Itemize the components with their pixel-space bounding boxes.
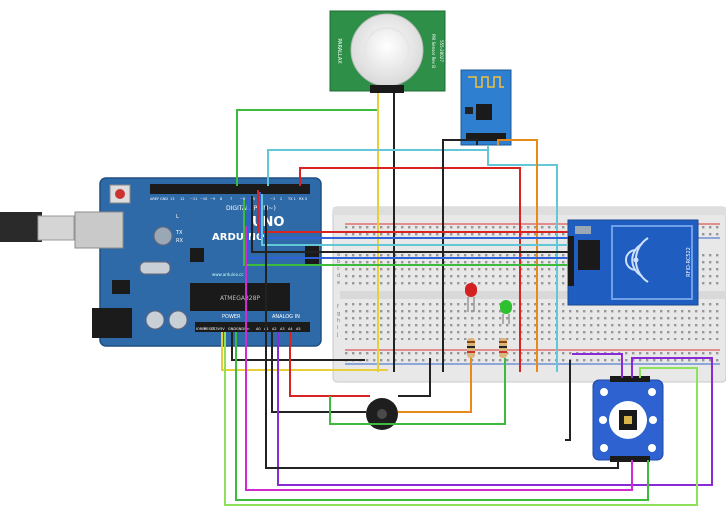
led-label-l: L <box>176 214 179 220</box>
power-analog-pin-labels: IOREF RESET 3.3V 5V GND GND Vin A0 A1 A2… <box>196 327 301 331</box>
arduino-website-text: www.arduino.cc <box>212 272 244 277</box>
row-label: b <box>337 259 340 265</box>
pin-label: GND <box>160 197 168 201</box>
esp8266-wifi-module[interactable] <box>460 69 512 146</box>
wire-black <box>231 332 365 361</box>
usb-cable <box>0 212 75 242</box>
wire-black <box>398 358 431 397</box>
red-led[interactable] <box>465 283 477 312</box>
green-led[interactable] <box>500 300 512 324</box>
pin-label: ~3 <box>270 197 275 201</box>
wire-orange <box>398 358 472 413</box>
arduino-uno[interactable]: ATMEGA328P ARDUINO UNO DIGITAL (PWM~) PO… <box>74 177 322 347</box>
rfid-label: RFID-RC522 <box>686 247 692 277</box>
resistor[interactable] <box>499 338 507 358</box>
rfid-rc522-module[interactable]: RFID-RC522 <box>567 219 699 306</box>
pir-sensor[interactable]: PARALLAX PIR Sensor Rev B 555-28027 <box>329 10 446 93</box>
pin-label: ~6 <box>240 197 245 201</box>
pin-label: 12 <box>180 197 184 201</box>
wire-green <box>243 200 568 266</box>
pin-label: 2 <box>280 197 282 201</box>
pir-part-number: 555-28027 <box>439 40 444 62</box>
pin-label: 13 <box>170 197 174 201</box>
wire-blue <box>247 198 568 259</box>
wire-green <box>236 93 379 186</box>
color-sensor-module[interactable] <box>592 376 664 462</box>
pin-label: A3 <box>280 327 285 331</box>
pir-side-text: PIR Sensor Rev B <box>431 34 436 68</box>
wire-red <box>257 190 568 233</box>
pin-label: GND <box>228 327 236 331</box>
row-label: h <box>337 318 340 324</box>
wire-yellow <box>221 332 388 371</box>
led-label-rx: RX <box>176 238 183 244</box>
resistor[interactable] <box>467 338 475 358</box>
row-label: j <box>336 332 338 338</box>
arduino-logo-text: ARDUINO <box>212 232 264 243</box>
row-label: i <box>337 325 338 331</box>
wire-purple <box>572 353 623 378</box>
wire-red <box>289 332 370 397</box>
pin-label: A0 <box>256 327 261 331</box>
wire-orange <box>497 139 538 372</box>
mcu-chip-label: ATMEGA328P <box>220 295 260 302</box>
pin-label: RESET <box>204 327 216 331</box>
wire-black <box>442 139 478 372</box>
row-label: a <box>337 252 340 258</box>
pin-label: GND <box>236 327 244 331</box>
digital-pin-labels: AREF GND 13 12 ~11 ~10 ~9 8 7 ~6 ~5 4 ~3… <box>150 197 307 201</box>
wire-lime <box>224 332 698 506</box>
led-label-tx: TX <box>175 230 183 236</box>
pin-label: ~9 <box>210 197 215 201</box>
wire-black <box>565 360 571 441</box>
digital-header-label: DIGITAL (PWM~) <box>226 205 276 212</box>
row-label: f <box>337 304 339 310</box>
wire-black <box>265 206 619 469</box>
pin-label: A4 <box>288 327 293 331</box>
wires <box>221 93 713 506</box>
power-header-label: POWER <box>222 314 241 320</box>
pin-label: 5V <box>220 327 225 331</box>
pin-label: 3.3V <box>212 327 221 331</box>
pir-vendor-text: PARALLAX <box>336 38 342 64</box>
wire-green <box>235 332 649 501</box>
row-label: c <box>337 266 340 272</box>
wire-blue <box>259 192 568 239</box>
wire-black <box>271 332 366 413</box>
pin-label: ~10 <box>200 197 207 201</box>
wire-cyan <box>261 194 568 246</box>
pin-label: AREF <box>150 197 159 201</box>
pin-label: 7 <box>230 197 232 201</box>
pin-label: A5 <box>296 327 301 331</box>
pin-label: TX 1 <box>287 197 296 201</box>
arduino-model-text: UNO <box>252 215 285 230</box>
buzzer[interactable] <box>366 398 398 430</box>
wire-magenta <box>245 226 633 491</box>
wire-purple <box>277 332 713 486</box>
pin-label: IOREF <box>196 327 206 331</box>
row-label: e <box>337 280 340 286</box>
rfid-wave-icon <box>625 249 637 271</box>
wire-black <box>251 196 568 253</box>
breadboard-row-labels-top: a b c d e <box>337 252 340 286</box>
pin-label: 8 <box>220 197 222 201</box>
analog-header-label: ANALOG IN <box>272 314 300 320</box>
wire-red <box>299 167 521 372</box>
wire-green <box>329 358 506 425</box>
row-label: g <box>337 311 340 317</box>
pin-label: RX 0 <box>299 197 307 201</box>
pin-label: A2 <box>272 327 277 331</box>
wire-cyan <box>487 145 558 372</box>
row-label: d <box>337 273 340 279</box>
breadboard-row-labels-bottom: f g h i j <box>336 304 340 338</box>
pin-label: ~11 <box>190 197 197 201</box>
antenna-icon <box>468 76 504 88</box>
